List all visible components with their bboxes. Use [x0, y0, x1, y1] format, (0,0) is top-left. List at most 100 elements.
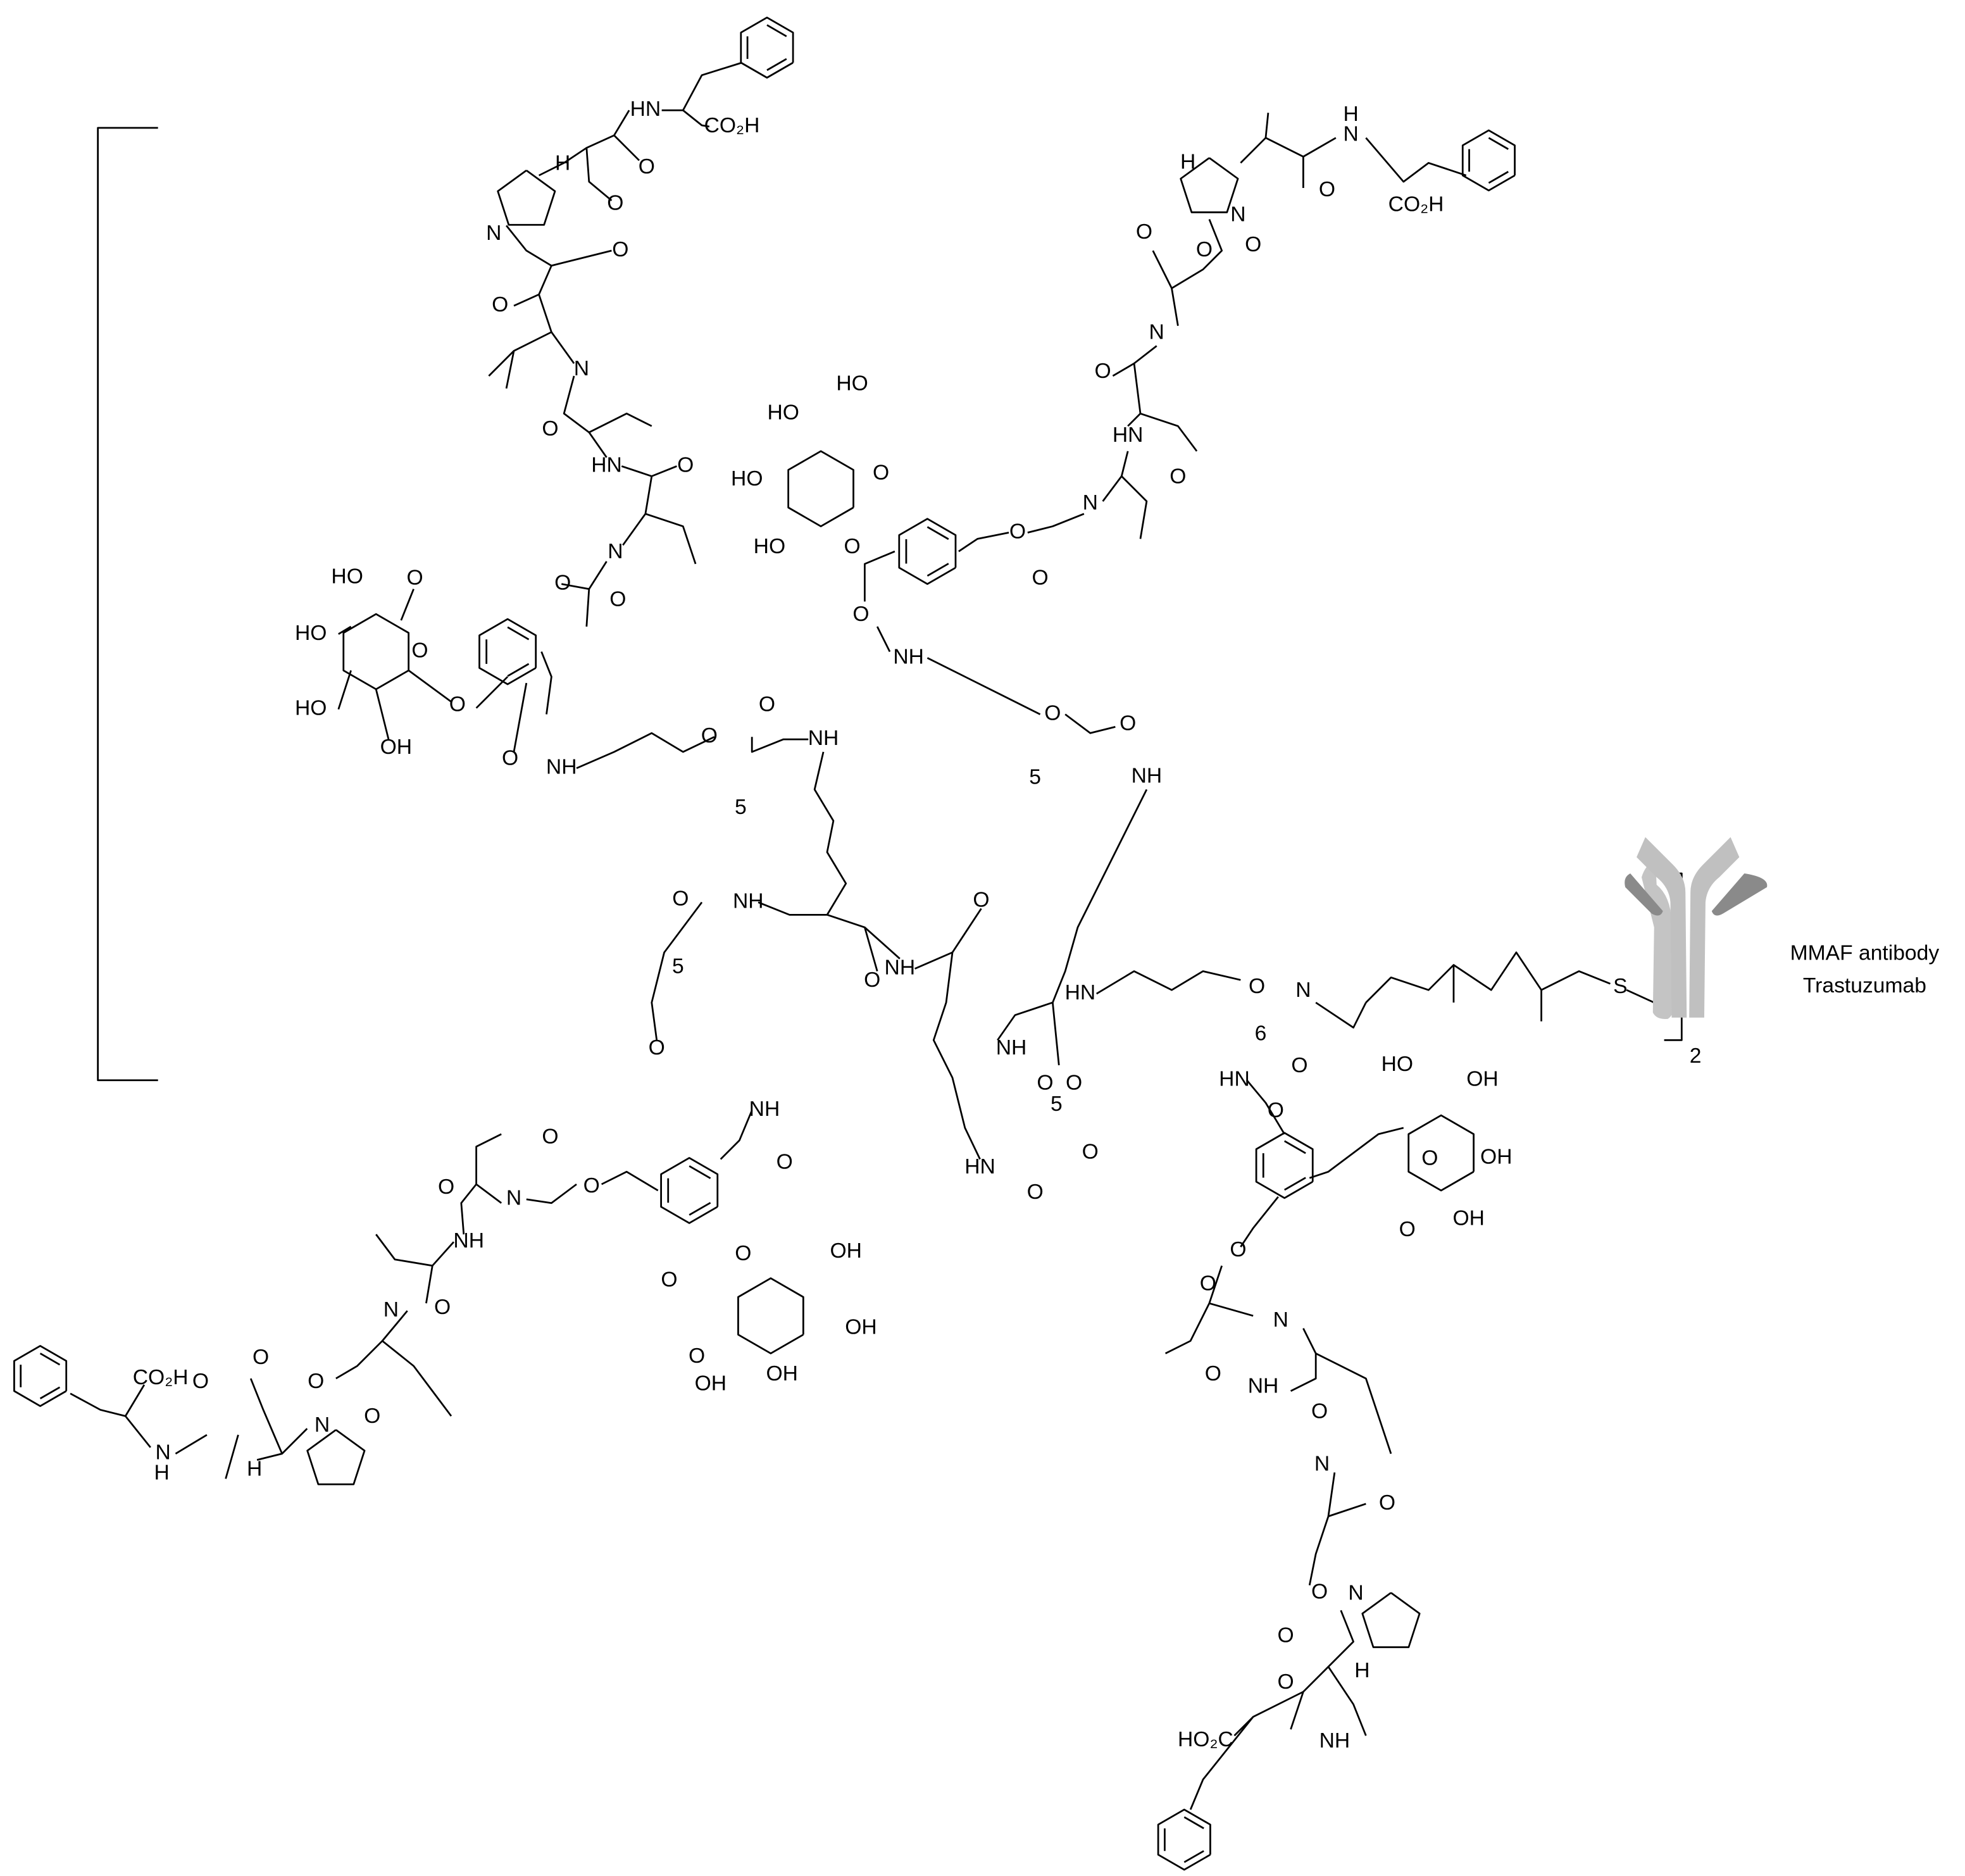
atom-label: NH [1132, 764, 1163, 787]
atom-label: N [1230, 203, 1245, 226]
bond-chain [751, 737, 809, 753]
aryl-ring [478, 618, 537, 685]
bond-chain [1246, 1079, 1285, 1135]
glucuronide-ring [342, 613, 410, 691]
atom-label: OH [766, 1362, 797, 1385]
bond-chain [661, 61, 742, 111]
atom-label: H [154, 1461, 169, 1484]
bond-chain [1315, 1353, 1392, 1454]
bond-chain [863, 550, 895, 602]
atom-label: HN [591, 453, 622, 477]
bond-chain [1121, 475, 1148, 539]
bond-chain [813, 751, 847, 916]
bond-chain [425, 1241, 454, 1304]
atom-label: N [486, 222, 501, 245]
atom-label: O [1200, 1272, 1216, 1295]
atom-label: O [973, 888, 989, 911]
atom-label: H [247, 1457, 262, 1480]
bond-chain [540, 651, 552, 715]
atom-label: O [1249, 975, 1265, 998]
atom-label: OH [695, 1372, 727, 1396]
bond-chain [1626, 989, 1655, 1004]
bond-chain [932, 952, 981, 1160]
atom-label: HO [731, 467, 763, 491]
atom-label: N [384, 1298, 399, 1322]
atom-label: O [1170, 465, 1186, 488]
bond-chain [622, 476, 653, 546]
bond-chain [1290, 1610, 1354, 1730]
atom-label: O [411, 639, 428, 662]
atom-label: 5 [1051, 1092, 1063, 1116]
ring-structures [13, 16, 1516, 1871]
atom-label: O [649, 1036, 665, 1060]
bond-chain [538, 294, 575, 364]
antibody-icon [1625, 837, 1768, 1019]
bond-chain [1164, 1265, 1223, 1354]
bond-chain [1233, 1691, 1304, 1737]
atom-label: O [689, 1344, 705, 1368]
bond-chain [621, 465, 677, 477]
bond-chain [720, 1110, 753, 1160]
bond-chain [1264, 113, 1269, 138]
atom-label: O [406, 566, 423, 590]
glucuronide-ring [1407, 1114, 1475, 1192]
phenyl-ring-double-bond [1183, 1850, 1204, 1863]
atom-label: N [608, 540, 623, 563]
atom-label: O [612, 238, 628, 261]
antibody-label-line2: Trastuzumab [1803, 974, 1926, 997]
bond-chain [538, 109, 630, 177]
bond-chain [1140, 413, 1198, 452]
atom-label: S [1613, 975, 1627, 998]
aryl-ring-double-bond [507, 663, 530, 677]
phenyl-ring-double-bond [1183, 1816, 1204, 1829]
bond-chain [475, 1133, 502, 1185]
aryl-ring-double-bond [1283, 1177, 1306, 1191]
antibody-label-line1: MMAF antibody [1790, 942, 1940, 965]
atom-label: N [315, 1413, 330, 1437]
bond-chain [505, 351, 515, 389]
aryl-ring [898, 518, 957, 585]
atom-label: NH [546, 756, 577, 779]
aryl-ring-double-bond [926, 563, 949, 577]
atom-label: HO [295, 622, 327, 645]
atom-label: O [1278, 1624, 1294, 1648]
bond-chain [645, 513, 697, 565]
bond-chain [526, 1183, 577, 1204]
aryl-ring-double-bond [689, 1202, 711, 1216]
atom-label: O [502, 747, 518, 770]
atom-label: N [1348, 1581, 1363, 1604]
bond-chain [408, 670, 452, 703]
repeat-bracket-left [97, 127, 158, 1082]
phenyl-ring-double-bond [39, 1353, 61, 1366]
atom-label: O [1009, 520, 1026, 543]
peg-subscript: 6 [1255, 1022, 1267, 1045]
bond-chain [926, 657, 1041, 715]
bond-chain [585, 147, 613, 201]
bond-chain [335, 1310, 408, 1380]
phenyl-ring-double-bond [766, 58, 787, 72]
bond-chain [1102, 451, 1129, 502]
bond-chain [651, 901, 703, 1041]
atom-label: O [1120, 711, 1136, 735]
atom-label: O [542, 417, 558, 441]
aryl-ring-double-bond [507, 626, 530, 641]
phenyl-ring-double-bond [1488, 171, 1509, 184]
atom-label: N [1149, 321, 1164, 344]
atom-label: NH [1319, 1729, 1351, 1753]
bond-chain [375, 1234, 433, 1267]
bond-chain [1127, 363, 1142, 427]
bond-chain [758, 901, 878, 972]
bond-chain [1328, 1503, 1366, 1518]
bond-chain [1064, 713, 1116, 734]
bond-chain [513, 682, 528, 753]
atom-label: O [1319, 178, 1335, 201]
atom-label: O [677, 453, 694, 477]
atom-label: NH [893, 645, 924, 668]
bond-chain [125, 1384, 146, 1417]
atom-label: NH [885, 956, 916, 979]
atom-label: HO [331, 565, 363, 589]
glucuronide-ring [787, 450, 854, 527]
bond-lines [70, 61, 1655, 1810]
atom-label: HO [836, 372, 868, 396]
